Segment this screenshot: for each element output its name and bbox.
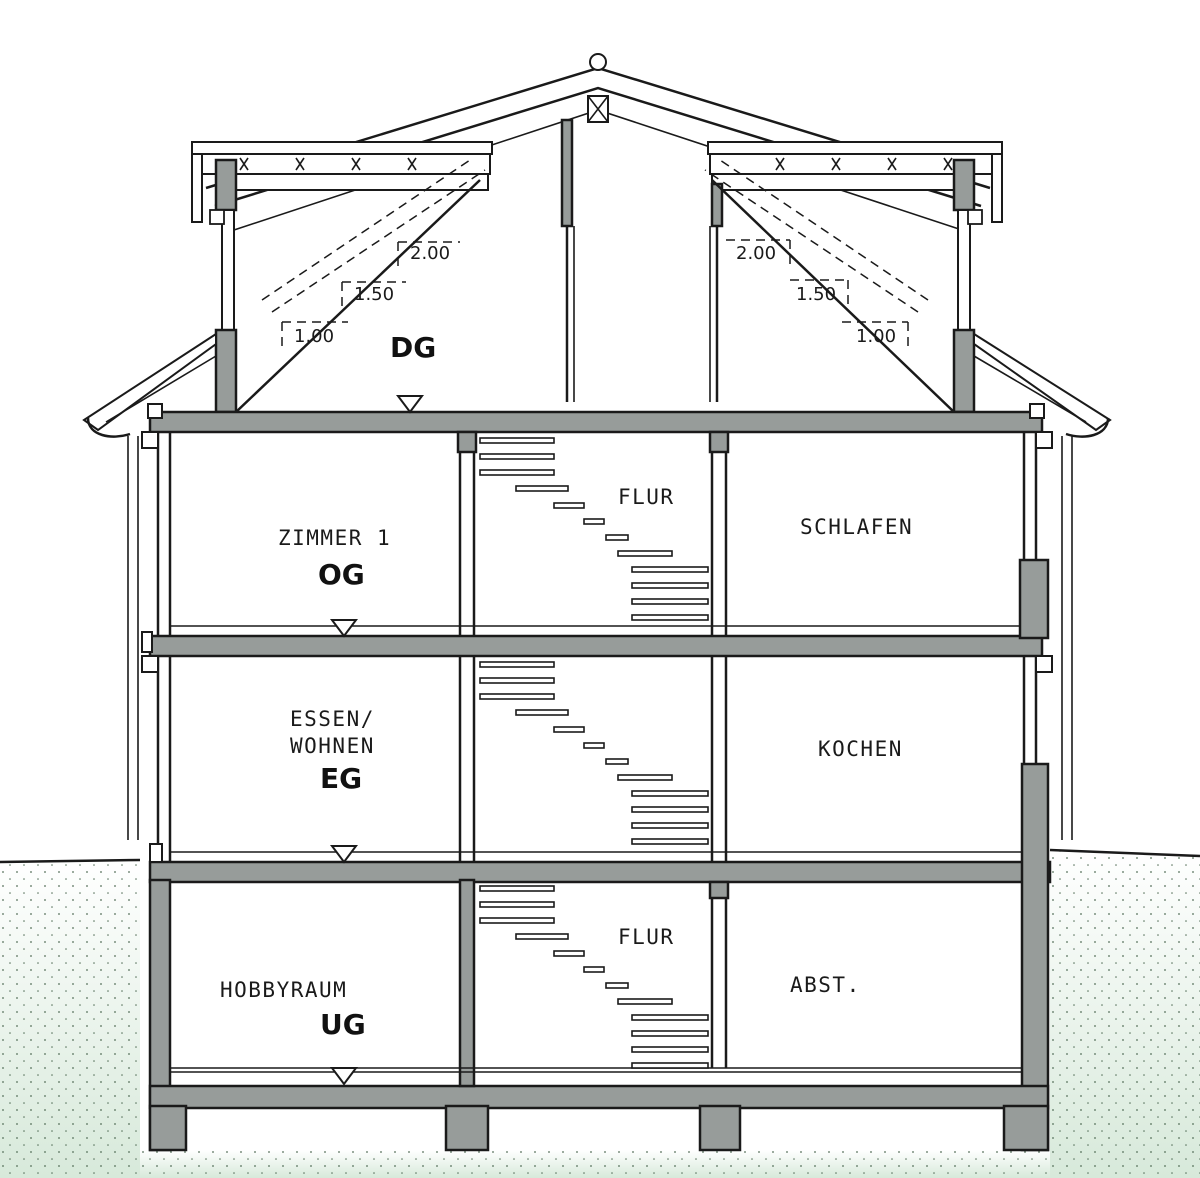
- stair-tread: [479, 437, 555, 444]
- stair-tread: [631, 582, 709, 589]
- stair-tread: [515, 485, 569, 492]
- room-label-essen: ESSEN/: [290, 707, 375, 731]
- staircase-og: [479, 437, 709, 621]
- staircase-eg: [479, 661, 709, 845]
- headroom-mark-right-150: 1.50: [796, 284, 836, 305]
- room-label-kochen: KOCHEN: [818, 737, 903, 761]
- headroom-mark-left-100: 1.00: [294, 326, 334, 347]
- stair-tread: [631, 790, 709, 797]
- stair-tread: [605, 534, 629, 541]
- room-label-schlafen: SCHLAFEN: [800, 515, 913, 539]
- stair-tread: [631, 806, 709, 813]
- staircase-ug: [479, 885, 709, 1069]
- stair-tread: [479, 469, 555, 476]
- room-label-flur-og: FLUR: [618, 485, 675, 509]
- stair-tread: [631, 838, 709, 845]
- floor-label-og: OG: [318, 558, 365, 591]
- stair-tread: [631, 566, 709, 573]
- room-label-wohnen: WOHNEN: [290, 734, 375, 758]
- stair-tread: [479, 677, 555, 684]
- room-label-hobbyraum: HOBBYRAUM: [220, 978, 347, 1002]
- stair-tread: [479, 453, 555, 460]
- stair-tread: [479, 917, 555, 924]
- room-label-zimmer-1: ZIMMER 1: [278, 526, 391, 550]
- stair-tread: [631, 598, 709, 605]
- stair-tread: [583, 742, 605, 749]
- stair-tread: [583, 518, 605, 525]
- headroom-mark-left-200: 2.00: [410, 243, 450, 264]
- stair-tread: [631, 1062, 709, 1069]
- stair-tread: [631, 1030, 709, 1037]
- roof: [82, 53, 1112, 840]
- room-label-abst: ABST.: [790, 973, 861, 997]
- structure: [141, 403, 1053, 1152]
- stair-tread: [479, 885, 555, 892]
- stair-tread: [631, 614, 709, 621]
- stair-tread: [617, 550, 673, 557]
- stair-tread: [617, 998, 673, 1005]
- headroom-mark-left-150: 1.50: [354, 284, 394, 305]
- stair-tread: [553, 950, 585, 957]
- stair-tread: [479, 661, 555, 668]
- stair-tread: [515, 933, 569, 940]
- stair-tread: [605, 758, 629, 765]
- ground: [0, 848, 1200, 1178]
- stair-tread: [479, 901, 555, 908]
- stair-tread: [553, 502, 585, 509]
- stair-tread: [617, 774, 673, 781]
- floor-label-ug: UG: [320, 1008, 366, 1041]
- stair-tread: [605, 982, 629, 989]
- floor-label-eg: EG: [320, 762, 362, 795]
- stair-tread: [631, 1014, 709, 1021]
- level-markers: [330, 395, 424, 1086]
- floor-label-dg: DG: [390, 331, 436, 364]
- headroom-mark-right-200: 2.00: [736, 243, 776, 264]
- stair-tread: [631, 822, 709, 829]
- headroom-marks: [281, 239, 909, 352]
- stair-tread: [479, 693, 555, 700]
- stair-tread: [631, 1046, 709, 1053]
- stair-tread: [553, 726, 585, 733]
- stair-tread: [515, 709, 569, 716]
- room-label-flur-ug: FLUR: [618, 925, 675, 949]
- stair-tread: [583, 966, 605, 973]
- headroom-mark-right-100: 1.00: [856, 326, 896, 347]
